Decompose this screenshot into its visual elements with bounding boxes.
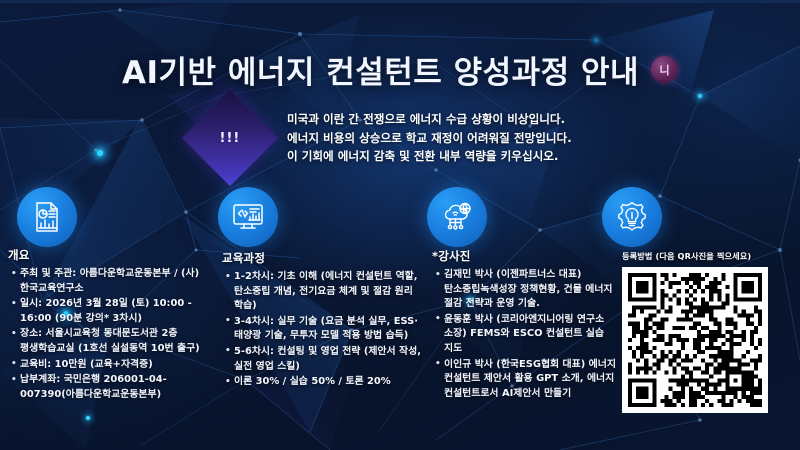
overview-column: 개요 주최 및 주관: 아름다운학교운동본부 / (사)한국교육연구소 일시: … xyxy=(8,247,214,403)
registration-block: 등록방법 (다음 QR사진을 찍으세요) xyxy=(622,250,792,413)
list-item: 5-6차시: 컨설팅 및 영업 전략 (제안서 작성, 실전 영업 스킬) xyxy=(225,344,422,374)
list-item: 주최 및 주관: 아름다운학교운동본부 / (사)한국교육연구소 xyxy=(11,266,214,296)
registration-label: 등록방법 (다음 QR사진을 찍으세요) xyxy=(622,251,752,261)
list-item: 장소: 서울시교육청 동대문도서관 2층 평생학습교실 (1호선 실설동역 10… xyxy=(11,327,214,356)
faculty-column: *강사진 김재민 박사 (이젠파트너스 대표) 탄소중립녹색성장 정책현황, 건… xyxy=(432,248,618,402)
curriculum-list: 1-2차시: 기초 이해 (에너지 컨설턴트 역할, 탄소중립 개념, 전기요금… xyxy=(222,270,422,390)
brand-badge-label: 니 xyxy=(659,63,670,77)
cloud-network-icon xyxy=(427,187,487,247)
qr-code-frame[interactable] xyxy=(622,267,768,413)
list-item: 윤동훈 박사 (코리아엔지니어링 연구소 소장) FEMS와 ESCO 컨설턴트… xyxy=(435,312,618,357)
top-border xyxy=(0,0,800,3)
overview-list: 주최 및 주관: 아름다운학교운동본부 / (사)한국교육연구소 일시: 202… xyxy=(8,266,214,402)
title-row: AI기반 에너지 컨설턴트 양성과정 안내 니 xyxy=(0,47,800,92)
list-item: 일시: 2026년 3월 28일 (토) 10:00 - 16:00 (90분 … xyxy=(11,297,214,326)
alert-diamond-label: !!! xyxy=(219,130,241,146)
faculty-heading: *강사진 xyxy=(432,249,471,263)
list-item: 1-2차시: 기초 이해 (에너지 컨설턴트 역할, 탄소중립 개념, 전기요금… xyxy=(225,270,422,314)
list-item: 이론 30% / 실습 50% / 토론 20% xyxy=(225,375,422,390)
list-item: 김재민 박사 (이젠파트너스 대표) 탄소중립녹색성장 정책현황, 건물 에너지… xyxy=(435,268,618,312)
list-item: 이인규 박사 (한국ESG협회 대표) 에너지 컨설턴트 제안서 활용 GPT … xyxy=(435,357,618,402)
subtitle-block: 미국과 이란 간 전쟁으로 에너지 수급 상황이 비상입니다. 에너지 비용의 … xyxy=(287,110,647,166)
brand-badge-icon: 니 xyxy=(651,56,678,86)
list-item: 3-4차시: 실무 기술 (요금 분석 실무, ESS·태양광 기술, 무투자 … xyxy=(225,314,422,344)
list-item: 납부계좌: 국민은행 206001-04-007390(아름다운학교운동본부) xyxy=(11,373,214,402)
subtitle-line-3: 이 기회에 에너지 감축 및 전환 내부 역량을 키우십시오. xyxy=(287,149,559,163)
list-item: 교육비: 10만원 (교육+자격증) xyxy=(11,357,214,373)
registration-qr-code[interactable] xyxy=(628,273,762,407)
page-title: AI기반 에너지 컨설턴트 양성과정 안내 xyxy=(122,55,639,91)
report-chart-icon xyxy=(17,187,77,247)
monitor-code-icon xyxy=(218,187,278,247)
faculty-list: 김재민 박사 (이젠파트너스 대표) 탄소중립녹색성장 정책현황, 건물 에너지… xyxy=(432,268,618,401)
subtitle-line-1: 미국과 이란 간 전쟁으로 에너지 수급 상황이 비상입니다. xyxy=(287,112,565,126)
curriculum-column: 교육과정 1-2차시: 기초 이해 (에너지 컨설턴트 역할, 탄소중립 개념,… xyxy=(222,250,422,391)
subtitle-line-2: 에너지 비용의 상승으로 학교 재정이 어려워질 전망입니다. xyxy=(287,130,572,145)
overview-heading: 개요 xyxy=(8,248,30,262)
lightbulb-gear-icon xyxy=(602,187,662,247)
curriculum-heading: 교육과정 xyxy=(222,251,266,265)
